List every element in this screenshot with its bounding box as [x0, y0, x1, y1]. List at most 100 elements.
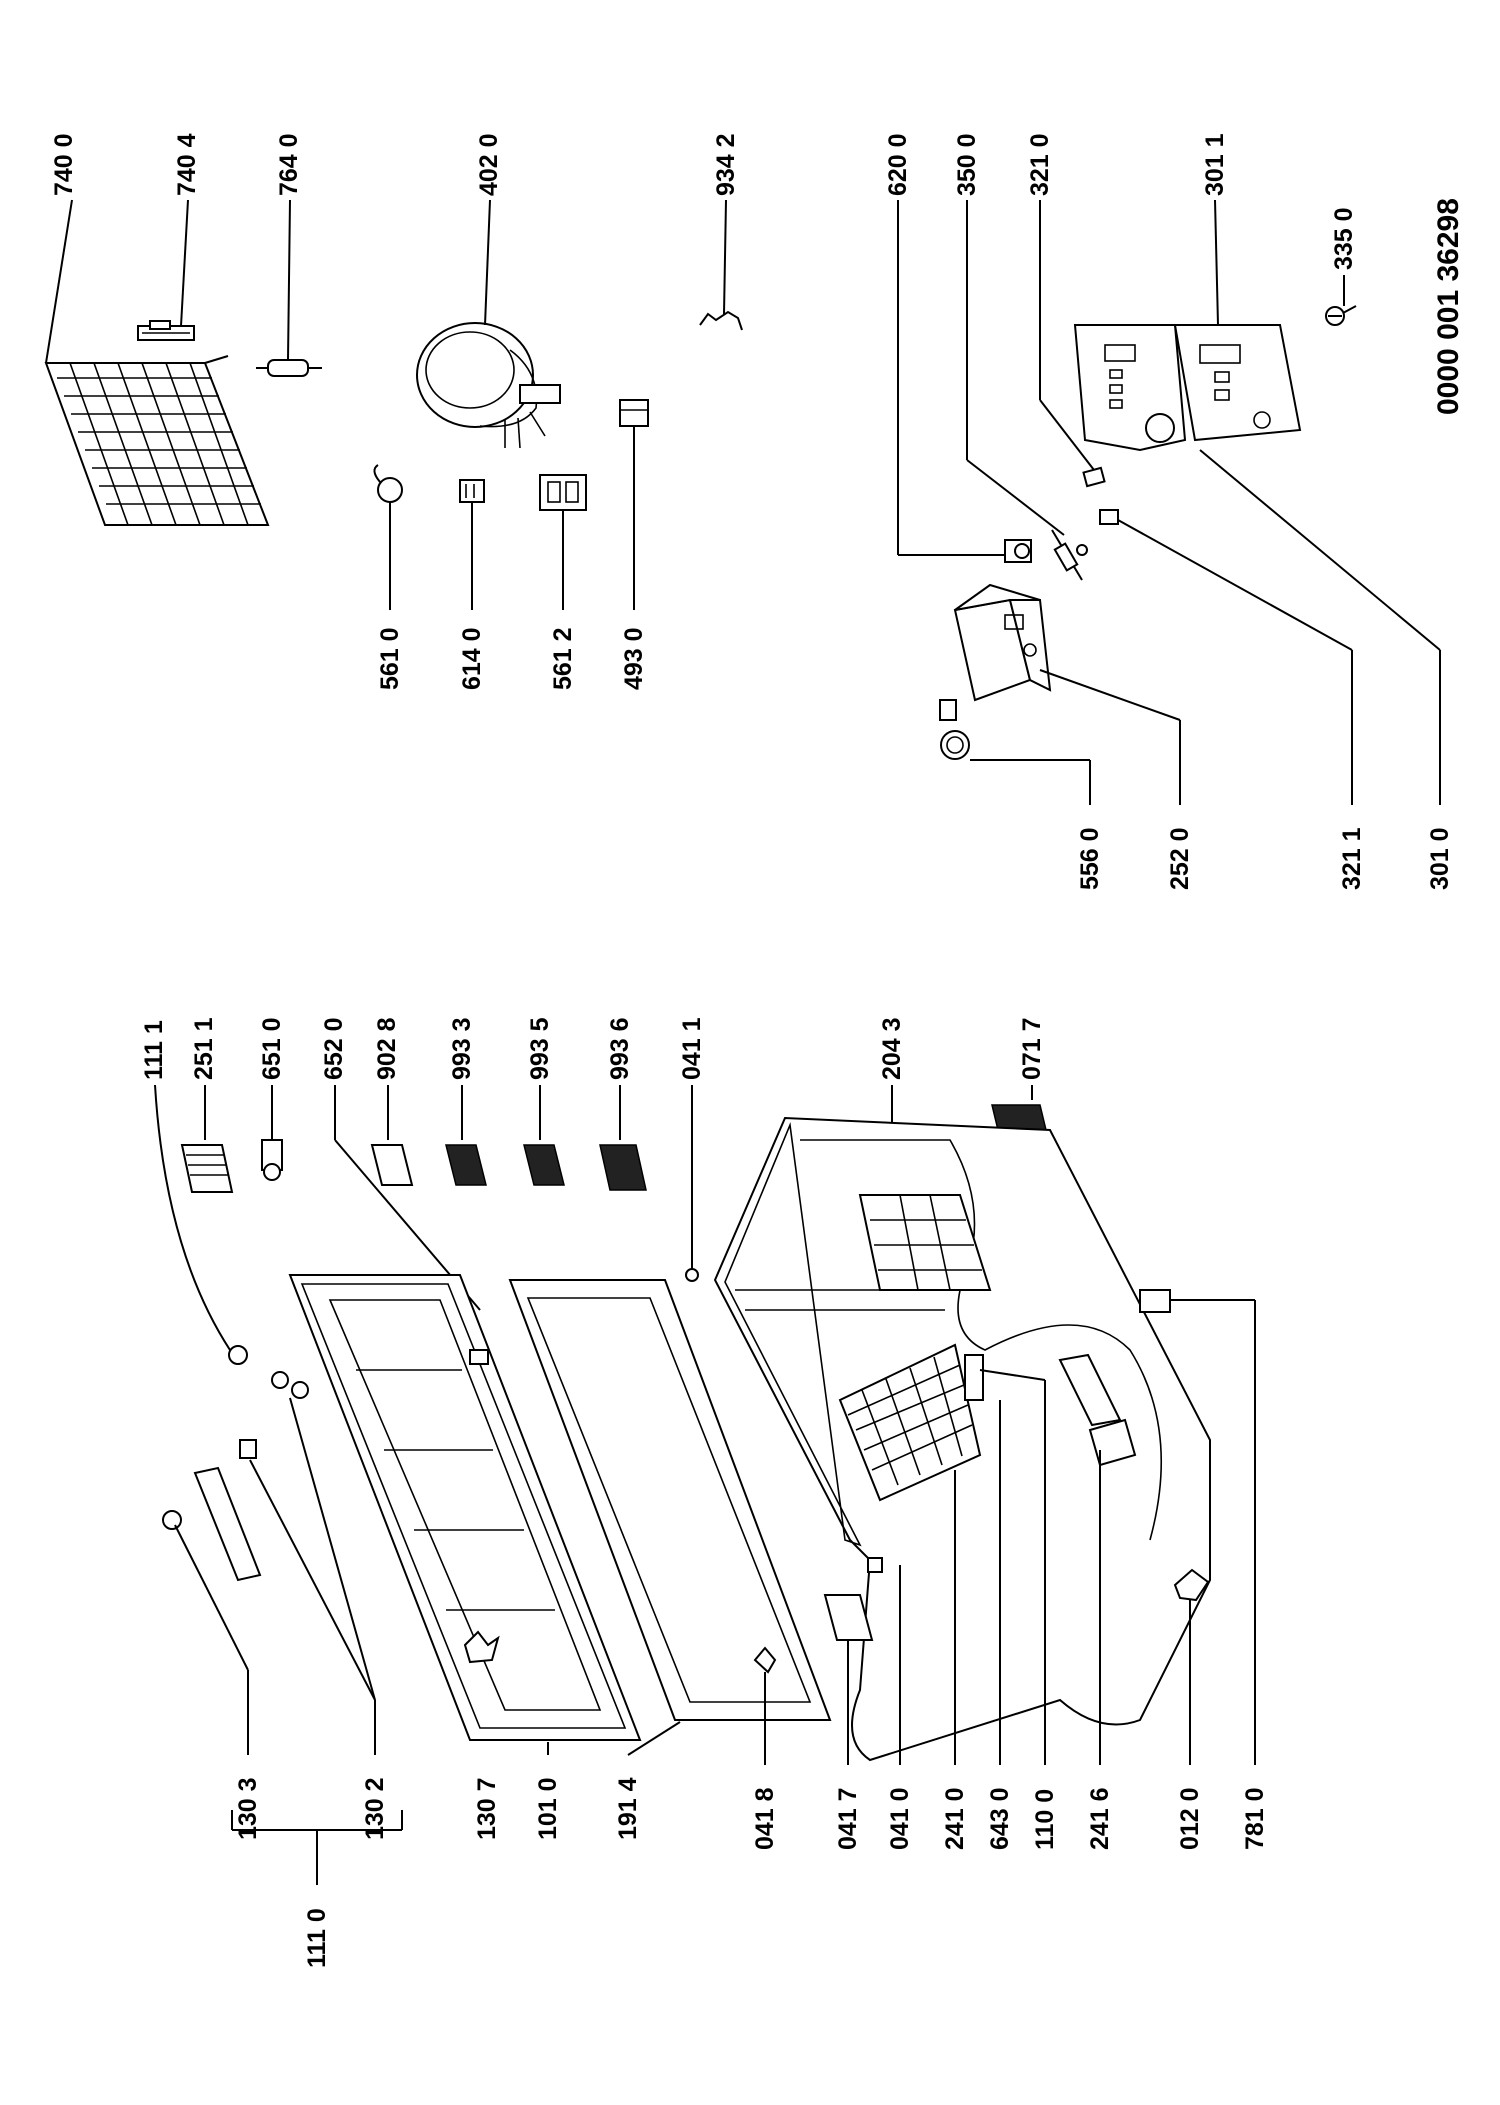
label-402-0: 402 0	[475, 133, 503, 196]
terminal-cover-part	[619, 399, 649, 427]
cover-part	[1139, 1289, 1171, 1313]
leader-line	[1199, 449, 1441, 651]
label-204-3: 204 3	[878, 1017, 906, 1080]
lid-gasket-part	[508, 1279, 832, 1721]
label-041-1: 041 1	[678, 1017, 706, 1080]
thermostat-housing-part	[953, 583, 1052, 702]
hinge-base-part	[867, 1557, 883, 1573]
label-041-7: 041 7	[834, 1787, 862, 1850]
hinge-pin-part	[685, 1268, 699, 1282]
label-781-0: 781 0	[1241, 1787, 1269, 1850]
grille-part-3	[599, 1144, 647, 1191]
label-041-0: 041 0	[886, 1787, 914, 1850]
label-493-0: 493 0	[620, 627, 648, 690]
label-350-0: 350 0	[953, 133, 981, 196]
label-301-0: 301 0	[1426, 827, 1454, 890]
leader-line	[627, 1721, 681, 1756]
label-241-0: 241 0	[941, 1787, 969, 1850]
label-740-0: 740 0	[50, 133, 78, 196]
label-251-1: 251 1	[190, 1017, 218, 1080]
plug-part	[228, 1345, 248, 1365]
label-241-6: 241 6	[1086, 1787, 1114, 1850]
lamp-holder-part	[1099, 509, 1119, 525]
hinge-clip-part	[463, 1630, 500, 1664]
label-556-0: 556 0	[1076, 827, 1104, 890]
leader-line	[484, 199, 491, 326]
hinge-block-part	[823, 1594, 874, 1641]
grille-part-2	[523, 1144, 565, 1186]
leader-line	[979, 1369, 1046, 1381]
relay-part	[459, 479, 485, 503]
vent-grille-part	[991, 1104, 1047, 1131]
leader-line	[154, 1084, 231, 1351]
drain-bracket-part	[964, 1354, 984, 1401]
hinge-cover-part	[180, 1144, 234, 1193]
label-993-3: 993 3	[448, 1017, 476, 1080]
label-620-0: 620 0	[884, 133, 912, 196]
label-740-4: 740 4	[173, 133, 201, 196]
sensor-part	[1051, 529, 1088, 581]
wire-basket-part	[838, 1343, 982, 1502]
bracket-part	[137, 320, 195, 341]
label-651-0: 651 0	[258, 1017, 286, 1080]
leader-line	[180, 199, 189, 327]
leader-line	[723, 199, 727, 315]
filter-drier-part	[256, 359, 322, 377]
label-614-0-text: 614 0	[458, 627, 486, 690]
label-561-0: 561 0	[376, 627, 404, 690]
grille-part-1	[445, 1144, 487, 1186]
freezer-lid-part	[288, 1274, 642, 1741]
label-111-0: 111 0	[303, 1908, 331, 1968]
label-993-6: 993 6	[606, 1017, 634, 1080]
label-191-4: 191 4	[614, 1777, 642, 1840]
hinge-screw-part	[753, 1646, 777, 1674]
screw-part	[1325, 305, 1357, 326]
clip-part	[699, 310, 743, 331]
label-902-8: 902 8	[373, 1017, 401, 1080]
label-643-0: 643 0	[986, 1787, 1014, 1850]
label-252-0: 252 0	[1166, 827, 1194, 890]
condenser-coil-part	[44, 355, 270, 526]
label-130-7: 130 7	[473, 1777, 501, 1840]
label-561-2: 561 2	[549, 627, 577, 690]
control-panel-cover-part	[1173, 324, 1302, 442]
leader-line	[966, 459, 1065, 536]
leader-line	[174, 1524, 249, 1671]
label-335-0: 335 0	[1330, 207, 1358, 270]
knob-part	[939, 699, 970, 760]
label-plate-part	[370, 1144, 414, 1186]
leader-line	[1117, 519, 1353, 651]
leader-line	[287, 199, 291, 361]
leader-line	[249, 1459, 376, 1701]
label-321-0: 321 0	[1026, 133, 1054, 196]
label-101-0: 101 0	[534, 1777, 562, 1840]
document-number: 0000 001 36298	[1432, 198, 1465, 415]
thermostat-part	[1004, 539, 1032, 563]
lamp-part	[1082, 466, 1106, 488]
label-321-1: 321 1	[1338, 827, 1366, 890]
lock-part	[261, 1139, 283, 1181]
kit-bracket	[231, 1810, 403, 1885]
leader-line	[1039, 669, 1181, 721]
control-panel-part	[1073, 324, 1187, 452]
leader-line	[1039, 399, 1095, 471]
label-934-2: 934 2	[712, 133, 740, 196]
leader-line	[1214, 199, 1219, 326]
label-652-0: 652 0	[320, 1017, 348, 1080]
label-111-1: 111 1	[140, 1020, 168, 1080]
label-301-1: 301 1	[1201, 133, 1229, 196]
cable-clip-part	[373, 464, 403, 503]
label-110-0: 110 0	[1031, 1789, 1059, 1850]
divider-part	[1058, 1353, 1137, 1467]
label-041-8: 041 8	[751, 1787, 779, 1850]
starter-part	[539, 474, 587, 511]
small-basket-part	[858, 1194, 992, 1291]
compressor-part	[416, 322, 561, 449]
foot-part	[1173, 1568, 1210, 1602]
hinge-part	[162, 1466, 262, 1582]
label-764-0: 764 0	[275, 133, 303, 196]
label-071-7: 071 7	[1018, 1017, 1046, 1080]
label-993-5: 993 5	[526, 1017, 554, 1080]
